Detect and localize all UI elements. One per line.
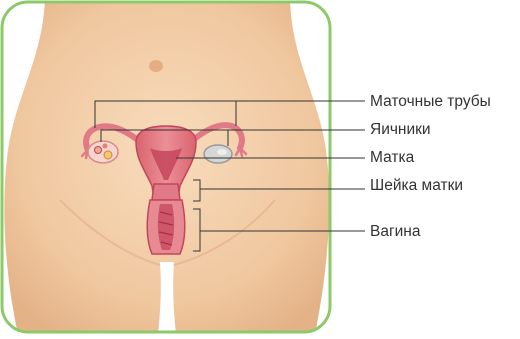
navel [149,60,163,72]
leg-gap [158,262,176,334]
body-figure [0,0,334,334]
cervix [152,184,180,200]
label-fallopian-tubes: Маточные трубы [370,93,491,111]
label-vagina: Вагина [370,223,420,241]
label-cervix: Шейка матки [370,177,463,195]
right-ovary [204,145,232,163]
label-ovaries: Яичники [370,121,431,139]
left-ovary [88,141,118,163]
label-uterus: Матка [370,149,414,167]
